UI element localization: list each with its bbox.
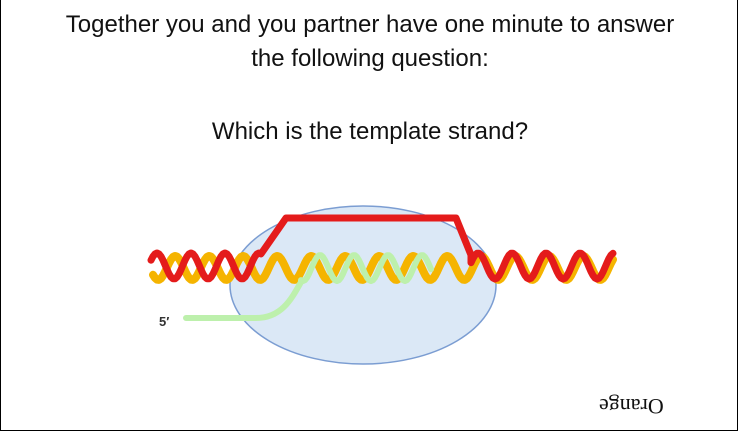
answer-label-upside-down: Orange	[599, 394, 664, 419]
question-text: Which is the template strand?	[211, 118, 529, 145]
red-strand	[147, 214, 617, 283]
green-rna-strand	[183, 252, 434, 321]
five-prime-label: 5′	[159, 314, 169, 329]
polymerase-bubble	[229, 205, 497, 365]
instruction-line-2: the following question:	[251, 45, 489, 72]
instruction-line-1: Together you and you partner have one mi…	[65, 11, 675, 38]
